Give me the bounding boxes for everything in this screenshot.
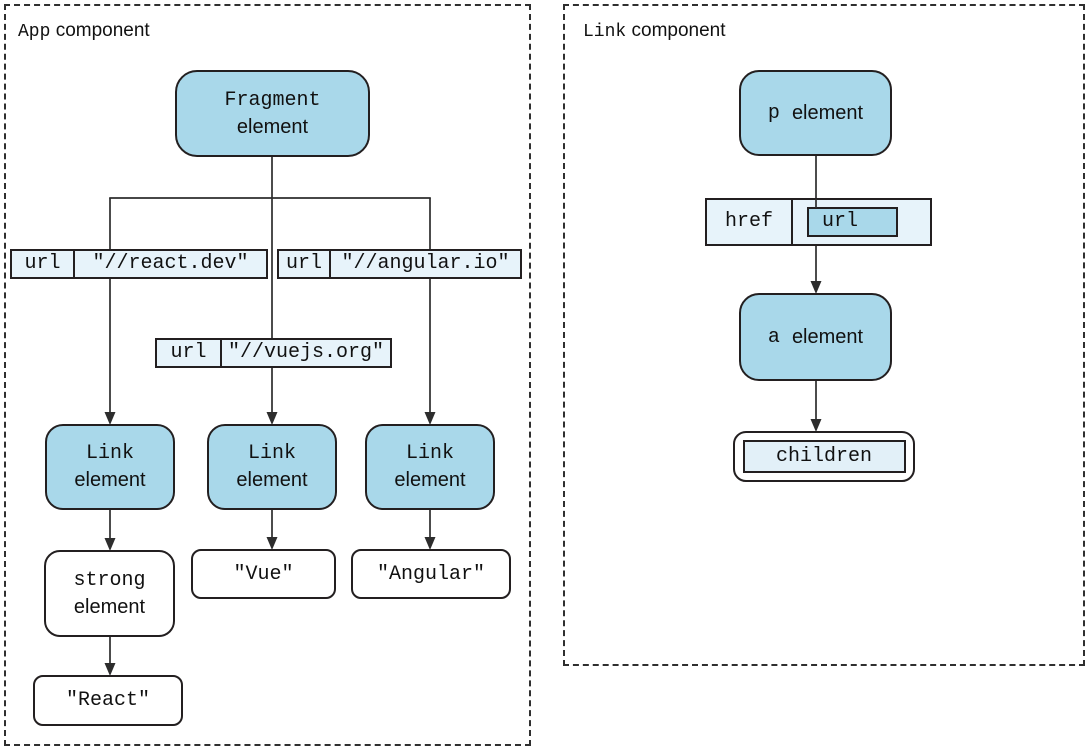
children-chip: children	[742, 440, 906, 473]
node-code: p	[767, 101, 780, 125]
arrowhead-link3	[424, 412, 436, 425]
prop-value: "//angular.io"	[341, 252, 510, 275]
node-code: Fragment	[224, 88, 321, 112]
arrowhead-children	[810, 419, 822, 432]
prop-value-cell: url	[793, 200, 930, 244]
node-code: Link	[85, 442, 134, 465]
arrowhead-a-element	[810, 281, 822, 294]
node-code: Link	[405, 442, 454, 465]
react-string-node: "React"	[33, 675, 183, 726]
prop-key: href	[707, 200, 793, 244]
a-element-node: a element	[739, 293, 892, 381]
arrowhead-angular	[424, 537, 436, 550]
url-prop-angular: url "//angular.io"	[277, 249, 522, 279]
arrowhead-vue	[266, 537, 278, 550]
node-label: element	[394, 469, 466, 491]
url-value-chip: url	[807, 207, 898, 237]
p-element-node: p element	[739, 70, 892, 156]
url-prop-react: url "//react.dev"	[10, 249, 268, 279]
link-panel-title: Link component	[583, 20, 726, 42]
url-prop-vue: url "//vuejs.org"	[155, 338, 392, 368]
angular-string-node: "Angular"	[351, 549, 511, 599]
prop-key: url	[12, 251, 75, 277]
link-panel-title-code: Link	[583, 22, 627, 42]
node-code: a	[767, 325, 780, 349]
arrowhead-strong	[104, 538, 116, 551]
arrowhead-link2	[266, 412, 278, 425]
vue-string-node: "Vue"	[191, 549, 336, 599]
app-panel-title-text: component	[55, 20, 150, 41]
link-element-node-3: Link element	[365, 424, 495, 510]
app-panel-title: App component	[18, 20, 150, 42]
link-panel-title-text: component	[631, 20, 726, 41]
node-label: element	[791, 325, 864, 348]
children-slot-node: children	[733, 431, 915, 482]
prop-key: url	[279, 251, 331, 277]
node-code: strong	[73, 568, 146, 592]
app-component-panel: App component Fragment element url "//re…	[4, 4, 531, 746]
fragment-element-node: Fragment element	[175, 70, 370, 157]
prop-value: "//react.dev"	[92, 252, 249, 275]
prop-value: "//vuejs.org"	[227, 341, 385, 364]
arrowhead-react	[104, 663, 116, 676]
node-label: element	[73, 595, 146, 618]
strong-element-node: strong element	[44, 550, 175, 637]
link-element-node-2: Link element	[207, 424, 337, 510]
app-panel-title-code: App	[18, 22, 51, 42]
arrowhead-link1	[104, 412, 116, 425]
node-label: element	[74, 469, 146, 491]
node-code: Link	[247, 442, 296, 465]
href-prop-box: href url	[705, 198, 932, 246]
link-element-node-1: Link element	[45, 424, 175, 510]
node-label: element	[236, 115, 309, 138]
node-label: element	[791, 101, 864, 124]
prop-key: url	[157, 340, 222, 366]
node-label: element	[236, 469, 308, 491]
